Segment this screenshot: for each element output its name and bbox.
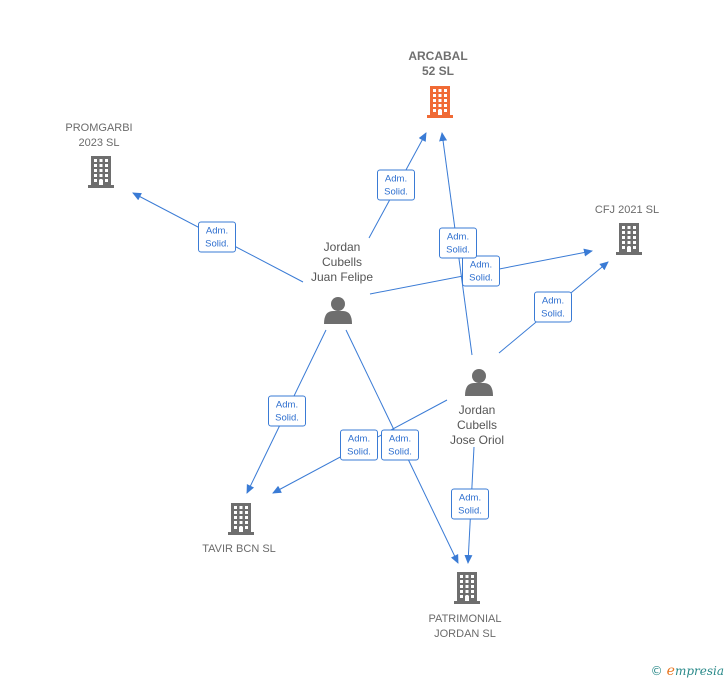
building-icon[interactable] (88, 156, 114, 188)
edge-label[interactable]: Adm. Solid. (462, 255, 500, 287)
building-icon[interactable] (427, 86, 453, 118)
building-icon[interactable] (454, 572, 480, 604)
edge-label[interactable]: Adm. Solid. (268, 395, 306, 427)
node-label-cfj[interactable]: CFJ 2021 SL (594, 204, 660, 216)
watermark: ©empresia (651, 663, 724, 679)
edge-label[interactable]: Adm. Solid. (451, 488, 489, 520)
copyright-symbol: © (650, 664, 663, 678)
node-label-juan-felipe[interactable]: Jordan Cubells Juan Felipe (310, 240, 374, 284)
brand-name: mpresia (674, 664, 724, 678)
brand-initial: e (666, 663, 675, 679)
edge-label[interactable]: Adm. Solid. (340, 429, 378, 461)
edge-label[interactable]: Adm. Solid. (198, 221, 236, 253)
edge-label[interactable]: Adm. Solid. (439, 227, 477, 259)
node-label-jose-oriol[interactable]: Jordan Cubells Jose Oriol (449, 403, 505, 447)
edges-layer (132, 132, 609, 564)
node-label-tavir[interactable]: TAVIR BCN SL (202, 543, 276, 555)
building-icon[interactable] (616, 223, 642, 255)
node-label-promgarbi[interactable]: PROMGARBI 2023 SL (65, 122, 133, 149)
person-icon[interactable] (465, 369, 493, 396)
node-label-arcabal[interactable]: ARCABAL 52 SL (408, 49, 468, 78)
edge-label[interactable]: Adm. Solid. (534, 291, 572, 323)
edge-label[interactable]: Adm. Solid. (381, 429, 419, 461)
icons-layer (88, 86, 642, 604)
building-icon[interactable] (228, 503, 254, 535)
node-label-patrimonial[interactable]: PATRIMONIAL JORDAN SL (428, 613, 502, 640)
edge-label[interactable]: Adm. Solid. (377, 169, 415, 201)
person-icon[interactable] (324, 297, 352, 324)
